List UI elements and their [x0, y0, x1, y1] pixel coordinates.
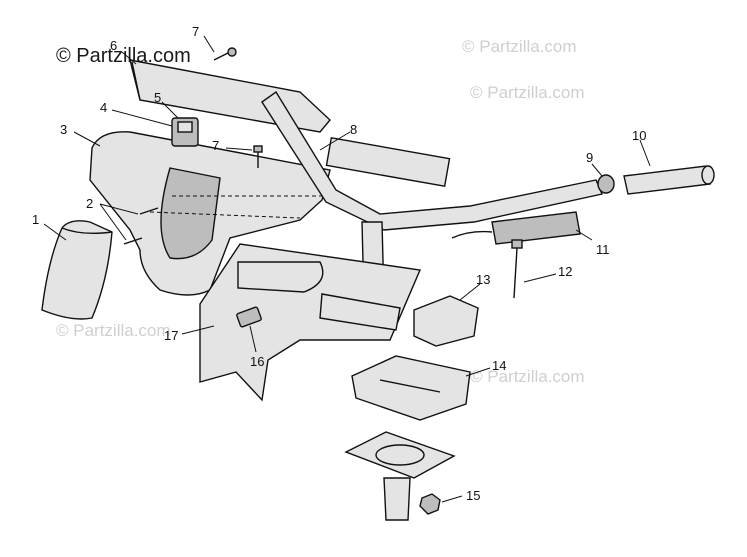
- part-lower-shroud: [199, 243, 422, 402]
- callout-5: 5: [154, 90, 161, 105]
- callout-7-middle: 7: [212, 138, 219, 153]
- part-nut: [419, 493, 441, 515]
- part-screws-pod: [123, 207, 159, 245]
- part-grip-left: [623, 165, 715, 195]
- callout-13: 13: [476, 272, 490, 287]
- watermark-faint-left: © Partzilla.com: [56, 321, 171, 340]
- watermark-faint-top-right: © Partzilla.com: [462, 37, 577, 56]
- callout-1: 1: [32, 212, 39, 227]
- callout-10: 10: [632, 128, 646, 143]
- part-mounting-plate: [344, 431, 456, 479]
- watermark-main: © Partzilla.com: [56, 45, 191, 67]
- callout-9: 9: [586, 150, 593, 165]
- callout-7-top: 7: [192, 24, 199, 39]
- part-grip-throttle: [451, 211, 581, 245]
- part-bolt: [511, 239, 523, 299]
- part-headlight-pod: [89, 131, 331, 296]
- callout-14: 14: [492, 358, 506, 373]
- part-upper-clamp: [413, 295, 479, 347]
- part-switch: [171, 117, 199, 147]
- leader-lines: [43, 35, 651, 503]
- callout-11: 11: [596, 242, 610, 257]
- callout-16: 16: [250, 354, 264, 369]
- part-steering-post: [383, 477, 411, 521]
- part-screw-middle: [253, 145, 263, 168]
- part-clamp-small: [236, 306, 262, 328]
- part-screw-top: [213, 47, 237, 61]
- part-end-cap: [597, 174, 615, 194]
- callout-6: 6: [110, 38, 117, 53]
- callout-2: 2: [86, 196, 93, 211]
- watermark-faint-bottom: © Partzilla.com: [470, 367, 585, 386]
- part-hand-guard: [41, 220, 113, 320]
- watermark-faint-right: © Partzilla.com: [470, 83, 585, 102]
- callout-8: 8: [350, 122, 357, 137]
- part-lower-clamp: [351, 355, 471, 421]
- callout-3: 3: [60, 122, 67, 137]
- callout-4: 4: [100, 100, 107, 115]
- callout-15: 15: [466, 488, 480, 503]
- callout-17: 17: [164, 328, 178, 343]
- callout-12: 12: [558, 264, 572, 279]
